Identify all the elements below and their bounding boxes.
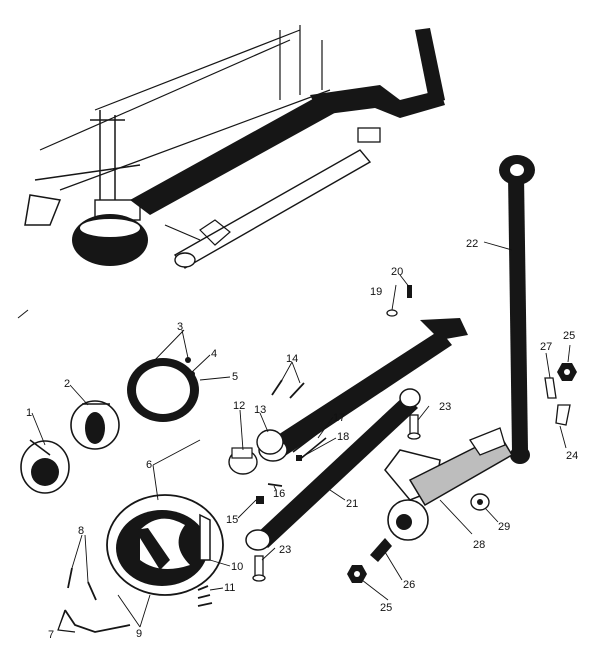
screws-11: [197, 585, 213, 607]
screws-3-4: [185, 357, 195, 377]
callout-21: 21: [346, 498, 358, 510]
callout-17: 17: [333, 412, 345, 424]
callout-8: 8: [78, 525, 84, 537]
callout-12: 12: [233, 400, 245, 412]
callout-labels: 1 2 3 4 5 6 7 8 9 10 11 12 13 14 15 16 1…: [26, 238, 578, 641]
nut-25-lower: [347, 565, 367, 583]
callout-2: 2: [64, 378, 70, 390]
rocker-shaft-22: [499, 155, 535, 464]
callout-14: 14: [286, 353, 298, 365]
screw-20: [407, 285, 412, 298]
callout-19: 19: [370, 286, 382, 298]
screw-16: [267, 483, 283, 487]
collar-13: [256, 429, 284, 455]
assembled-mechanism-view: [24, 25, 445, 269]
connecting-rod-21: [245, 388, 421, 551]
callout-27: 27: [540, 341, 552, 353]
screw-23-lower: [252, 555, 266, 582]
callout-28: 28: [473, 539, 485, 551]
hook-drive-assembly-28: [384, 427, 514, 541]
callout-23-lower: 23: [279, 544, 291, 556]
callout-4: 4: [211, 348, 217, 360]
callout-18: 18: [337, 431, 349, 443]
callout-24: 24: [566, 450, 578, 462]
screws-8: [67, 567, 97, 601]
screw-19: [386, 309, 398, 317]
screw-27: [544, 377, 557, 399]
screw-15: [256, 496, 264, 504]
callout-9: 9: [136, 628, 142, 640]
screw-24: [555, 404, 571, 426]
callout-20: 20: [391, 266, 403, 278]
callout-22: 22: [466, 238, 478, 250]
callout-13: 13: [254, 404, 266, 416]
callout-11: 11: [224, 582, 235, 594]
callout-26: 26: [403, 579, 415, 591]
callout-15: 15: [226, 514, 238, 526]
hook-assembly-6: [106, 494, 224, 596]
hook-ring-5: [127, 358, 199, 422]
screw-18: [296, 455, 302, 461]
callout-23-upper: 23: [439, 401, 451, 413]
callout-25-lower: 25: [380, 602, 392, 614]
callout-5: 5: [232, 371, 238, 383]
callout-3: 3: [177, 321, 183, 333]
callout-6: 6: [146, 459, 152, 471]
washer-29: [470, 493, 490, 511]
callout-25-upper: 25: [563, 330, 575, 342]
callout-29: 29: [498, 521, 510, 533]
leader-lines: [31, 241, 571, 631]
callout-1: 1: [26, 407, 32, 419]
screw-26: [370, 538, 392, 562]
screw-14: [271, 379, 305, 399]
bobbin-2: [70, 400, 120, 450]
collar-12: [228, 447, 258, 475]
callout-10: 10: [231, 561, 243, 573]
screw-23-upper: [407, 414, 421, 440]
callout-7: 7: [48, 629, 54, 641]
bobbin-case-1: [20, 439, 70, 494]
spring-7: [57, 609, 131, 633]
callout-16: 16: [273, 488, 285, 500]
nut-25-upper: [557, 363, 577, 381]
